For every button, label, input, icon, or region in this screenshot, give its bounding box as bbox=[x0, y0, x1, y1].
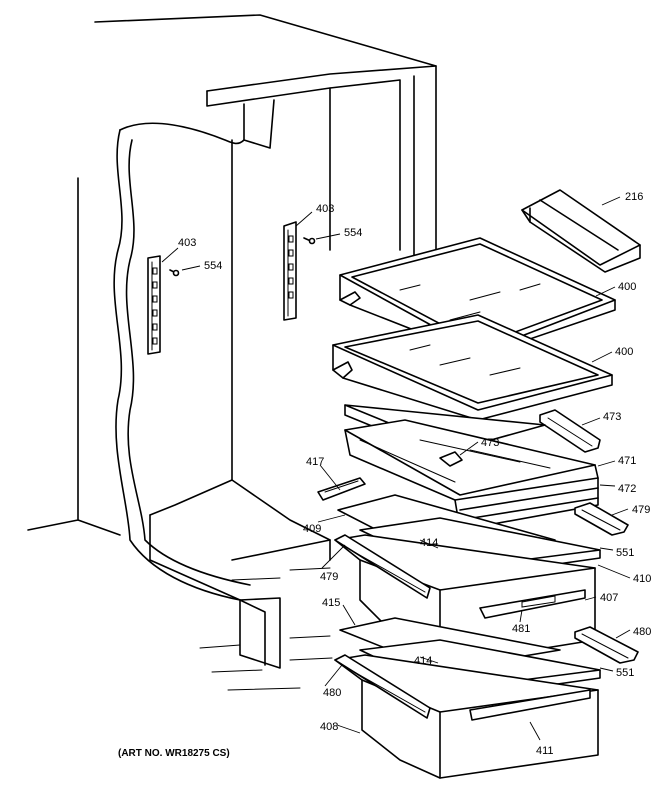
door-bin bbox=[521, 189, 641, 273]
leader-lines bbox=[161, 196, 631, 741]
cabinet-outline bbox=[27, 14, 437, 691]
screw-right bbox=[303, 237, 316, 245]
slide-rail-right-upper bbox=[539, 409, 601, 453]
callout-414-upper: 414 bbox=[420, 537, 438, 549]
crisper-drawer-lower bbox=[334, 654, 599, 779]
callout-414-lower: 414 bbox=[414, 655, 432, 667]
callout-554-left: 554 bbox=[204, 260, 222, 272]
callout-407: 407 bbox=[600, 592, 618, 604]
shelf-ladder-right bbox=[283, 221, 297, 321]
callout-410: 410 bbox=[633, 573, 651, 585]
callout-473-right: 473 bbox=[603, 411, 621, 423]
callout-labels: 216 403 554 403 554 400 400 473 473 417 … bbox=[178, 191, 651, 757]
callout-403-right: 403 bbox=[316, 203, 334, 215]
callout-408: 408 bbox=[320, 721, 338, 733]
callout-471: 471 bbox=[618, 455, 636, 467]
callout-551-lower: 551 bbox=[616, 667, 634, 679]
callout-472: 472 bbox=[618, 483, 636, 495]
callout-409: 409 bbox=[303, 523, 321, 535]
callout-216: 216 bbox=[625, 191, 643, 203]
callout-479-left: 479 bbox=[320, 571, 338, 583]
callout-473-center: 473 bbox=[481, 437, 499, 449]
screw-left bbox=[169, 269, 180, 277]
art-number-caption: (ART NO. WR18275 CS) bbox=[118, 748, 230, 759]
meat-drawer-assembly bbox=[344, 404, 599, 531]
glass-shelf-lower bbox=[332, 314, 613, 421]
callout-417: 417 bbox=[306, 456, 324, 468]
callout-411: 411 bbox=[536, 745, 554, 757]
slide-rail-right-lower bbox=[574, 626, 639, 664]
callout-479-right: 479 bbox=[632, 504, 650, 516]
callout-415: 415 bbox=[322, 597, 340, 609]
callout-480-right: 480 bbox=[633, 626, 651, 638]
callout-481: 481 bbox=[512, 623, 530, 635]
callout-400-lower: 400 bbox=[615, 346, 633, 358]
callout-551-upper: 551 bbox=[616, 547, 634, 559]
shelf-ladder-left bbox=[147, 255, 161, 355]
slide-rail-right-middle bbox=[574, 502, 629, 536]
callout-400-upper: 400 bbox=[618, 281, 636, 293]
slide-rail-left-upper bbox=[317, 477, 366, 501]
callout-554-right: 554 bbox=[344, 227, 362, 239]
callout-403-left: 403 bbox=[178, 237, 196, 249]
callout-480-left: 480 bbox=[323, 687, 341, 699]
